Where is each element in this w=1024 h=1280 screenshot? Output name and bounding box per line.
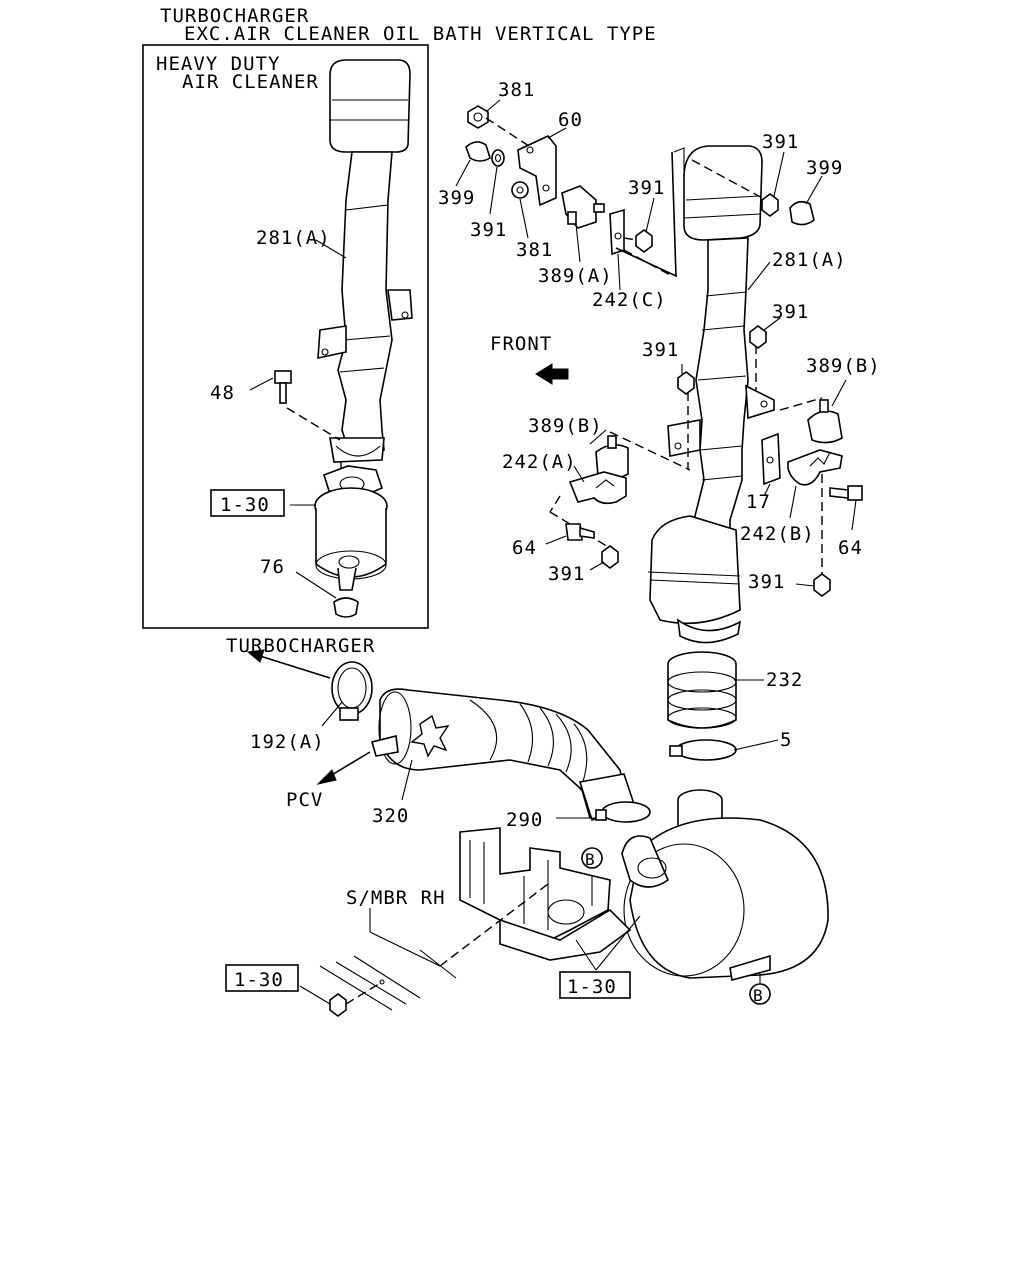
ref-b-circle-bottom: B	[749, 983, 771, 1005]
bracket-242c	[609, 208, 673, 291]
hose-232	[667, 651, 764, 729]
washer-381-mid	[511, 181, 529, 239]
valve-76	[295, 571, 359, 618]
ref-box-1-30-inset: 1-30	[210, 489, 285, 517]
label-17: 17	[746, 491, 771, 513]
label-1-30-inset: 1-30	[220, 494, 270, 516]
label-281a-right: 281(A)	[772, 249, 847, 271]
header-line1: TURBOCHARGER	[160, 5, 309, 27]
label-391-front: 391	[642, 339, 679, 361]
ref-b-circle-top: B	[581, 847, 603, 869]
label-76: 76	[260, 556, 285, 578]
nut-391-bl	[589, 545, 619, 571]
label-242b: 242(B)	[740, 523, 815, 545]
mount-389a	[561, 185, 605, 263]
front-arrow-icon	[535, 363, 569, 385]
cap-399-top-right	[789, 175, 823, 226]
nut-391-top-right	[761, 151, 785, 217]
ref-box-1-30-center: 1-30	[559, 971, 631, 999]
bracket-60	[517, 127, 567, 207]
nut-391-front	[677, 364, 695, 395]
bolt-48	[249, 370, 292, 404]
inset-frame	[142, 44, 429, 629]
label-389a: 389(A)	[538, 265, 613, 287]
inset-title-line2: AIR CLEANER	[182, 71, 319, 93]
ref-b-bottom: B	[753, 986, 764, 1005]
label-391-left: 391	[470, 219, 507, 241]
label-smbr-rh: S/MBR RH	[346, 887, 446, 909]
clamp-5	[669, 739, 779, 761]
label-290: 290	[506, 809, 543, 831]
label-391-bl: 391	[548, 563, 585, 585]
nut-391-c	[623, 197, 655, 253]
label-front: FRONT	[490, 333, 552, 355]
header-line2: EXC.AIR CLEANER OIL BATH VERTICAL TYPE	[184, 23, 657, 45]
label-242a: 242(A)	[502, 451, 577, 473]
label-320: 320	[372, 805, 409, 827]
washer-391-left	[489, 149, 505, 215]
pcv-arrow-icon	[316, 751, 371, 785]
ref-b-top: B	[585, 850, 596, 869]
label-399-tr: 399	[806, 157, 843, 179]
label-64-left: 64	[512, 537, 537, 559]
label-381-top: 381	[498, 79, 535, 101]
label-381-mid: 381	[516, 239, 553, 261]
main-air-cleaner	[621, 789, 829, 984]
label-192a: 192(A)	[250, 731, 325, 753]
inset-air-cleaner	[290, 465, 388, 591]
label-60: 60	[558, 109, 583, 131]
label-64-right: 64	[838, 537, 863, 559]
clamp-290	[556, 801, 651, 823]
turbocharger-arrow-icon	[246, 649, 331, 679]
nut-smbr	[299, 979, 385, 1017]
hose-320	[371, 688, 636, 822]
cap-399-left	[455, 141, 491, 187]
label-391-tr: 391	[762, 131, 799, 153]
bracket-17	[761, 432, 781, 497]
clamp-192a	[321, 661, 373, 727]
bracket-242b	[787, 449, 843, 578]
inset-intake-duct	[286, 59, 413, 500]
label-242c: 242(C)	[592, 289, 667, 311]
label-1-30-left: 1-30	[234, 969, 284, 991]
label-48: 48	[210, 382, 235, 404]
label-pcv: PCV	[286, 789, 323, 811]
label-389b-right: 389(B)	[806, 355, 881, 377]
label-389b-left: 389(B)	[528, 415, 603, 437]
ref-box-1-30-left: 1-30	[225, 964, 299, 992]
nut-391-br	[795, 573, 831, 597]
bolt-64-left	[545, 523, 595, 545]
main-intake-duct-281a	[609, 145, 823, 553]
bolt-64-right	[829, 485, 863, 531]
label-391-c: 391	[628, 177, 665, 199]
mount-389b-left	[589, 429, 629, 480]
nut-391-r2	[749, 317, 781, 349]
inset-title-line1: HEAVY DUTY	[156, 53, 280, 75]
bracket-242a	[549, 465, 627, 549]
label-5: 5	[780, 729, 792, 751]
duct-lower-housing	[647, 515, 742, 644]
label-281a-inset: 281(A)	[256, 227, 331, 249]
label-399-left: 399	[438, 187, 475, 209]
side-member-rh	[319, 883, 549, 1011]
mount-389b-right	[807, 379, 847, 444]
nut-381-top	[467, 99, 533, 149]
label-turbocharger: TURBOCHARGER	[226, 635, 375, 657]
label-391-br: 391	[748, 571, 785, 593]
label-391-r2: 391	[772, 301, 809, 323]
label-232: 232	[766, 669, 803, 691]
cleaner-bracket	[459, 827, 632, 961]
label-1-30-center: 1-30	[567, 976, 617, 998]
